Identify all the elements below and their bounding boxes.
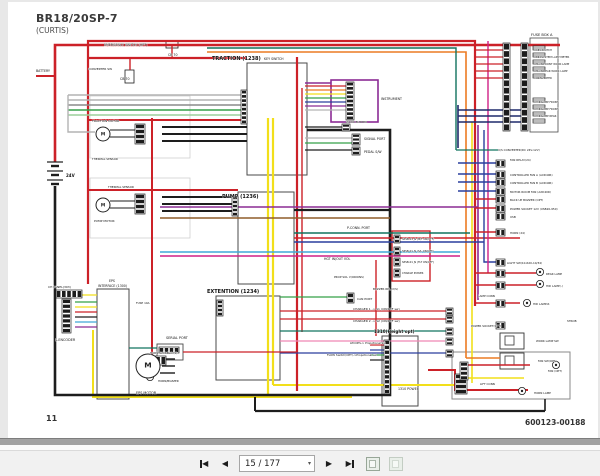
next-view-icon[interactable] bbox=[389, 456, 403, 471]
first-page-icon bbox=[200, 459, 202, 468]
page-subtitle: (CURTIS) bbox=[36, 26, 69, 35]
page-number-value: 15 / 177 bbox=[245, 458, 281, 469]
page-bottom-edge bbox=[0, 438, 600, 446]
previous-page-button[interactable]: ◀ bbox=[218, 456, 232, 472]
page-title: BR18/20SP-7 bbox=[36, 12, 118, 25]
previous-page-icon: ◀ bbox=[221, 458, 229, 468]
last-page-button[interactable]: ▶ bbox=[343, 456, 357, 472]
previous-view-icon[interactable] bbox=[366, 456, 380, 471]
page-number: 11 bbox=[46, 414, 58, 423]
pdf-toolbar: ◀ ◀ 15 / 177 ▾ ▶ ▶ bbox=[0, 450, 600, 476]
document-page: BR18/20SP-7 (CURTIS) 11 600123-00188 bbox=[8, 2, 598, 438]
dropdown-caret-icon: ▾ bbox=[307, 460, 311, 467]
next-page-button[interactable]: ▶ bbox=[322, 456, 336, 472]
viewer-gap bbox=[0, 445, 600, 450]
last-page-icon bbox=[352, 459, 354, 468]
next-page-icon: ▶ bbox=[325, 458, 333, 468]
document-number: 600123-00188 bbox=[525, 418, 586, 427]
first-page-button[interactable]: ◀ bbox=[197, 456, 211, 472]
page-number-input[interactable]: 15 / 177 ▾ bbox=[239, 455, 315, 472]
